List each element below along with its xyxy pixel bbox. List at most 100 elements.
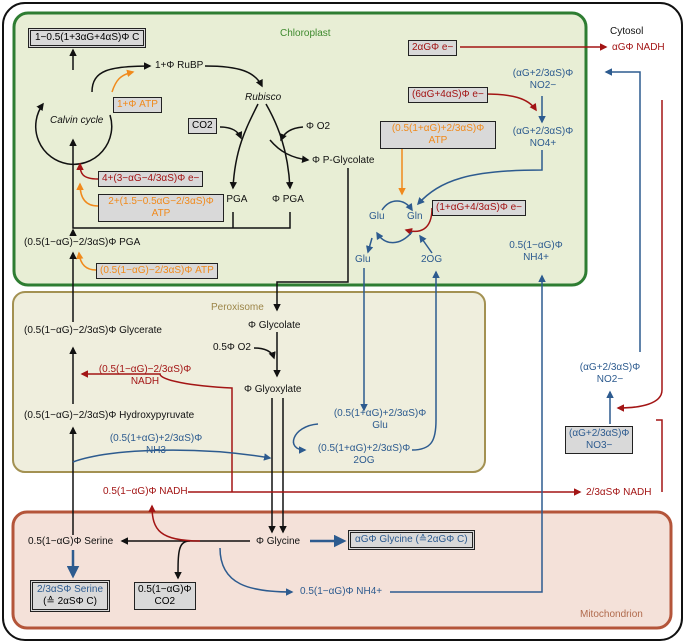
- glu-peroxisome-species: Glu: [372, 420, 388, 431]
- peroxisome-title: Peroxisome: [211, 302, 264, 313]
- arrow-o2-in: [279, 126, 304, 142]
- electrons-calvin-arrow: [76, 162, 99, 180]
- phi-pga-label: Φ PGA: [272, 194, 304, 205]
- arrow-pglycolate-out: [273, 168, 349, 312]
- nadh-g-label: αGΦ NADH: [612, 42, 665, 53]
- co2-mito-box: 0.5(1−αG)Φ CO2: [134, 582, 196, 610]
- glu-peroxisome-amount: (0.5(1+αG)+2/3αS)Φ: [333, 408, 427, 419]
- o2-peroxisome-arrow: [253, 347, 276, 360]
- og-to-chloroplast: [411, 270, 440, 451]
- ammonium-plastid-species: NO4+: [529, 138, 557, 149]
- nadh-peroxisome-label: (0.5(1−αG)−2/3αS)Φ NADH: [99, 364, 191, 388]
- atp-calvin-amount: 2+(1.5−0.5αG−2/3αS)Φ: [108, 196, 214, 207]
- og-in-arrow: [419, 234, 433, 254]
- nh3-label: (0.5(1+αG)+2/3αS)Φ NH3: [110, 433, 202, 457]
- rubisco-label: Rubisco: [245, 92, 282, 103]
- nitrite-cytosol-amount: (αG+2/3αS)Φ: [579, 362, 641, 373]
- o2-peroxisome-label: 0.5Φ O2: [213, 342, 251, 353]
- glycerate-label: (0.5(1−αG)−2/3αS)Φ Glycerate: [24, 325, 162, 336]
- gln-label: Gln: [407, 211, 423, 222]
- nadh-peroxisome-arrow: [80, 370, 233, 492]
- nitrite-cytosol-species: NO2−: [596, 374, 624, 385]
- nadh-to-nitrate-reduction: [616, 100, 663, 412]
- atp-calvin-box: 2+(1.5−0.5αG−2/3αS)Φ ATP: [98, 194, 224, 222]
- nh3-arrow: [72, 449, 272, 463]
- ammonium-plastid-amount: (αG+2/3αS)Φ: [512, 126, 574, 137]
- glu-to-gln-arc: [381, 200, 413, 212]
- nitrate-box: (αG+2/3αS)Φ NO3−: [565, 426, 634, 454]
- atp-gs-unit: ATP: [428, 135, 448, 146]
- nitrate-species: NO3−: [585, 440, 613, 451]
- electrons-calvin-box: 4+(3−αG−4/3αS)Φ e−: [98, 171, 204, 187]
- co2-box: CO2: [188, 118, 217, 134]
- nh4-plastid-species: NH4+: [523, 252, 549, 263]
- nitrite-chloroplast-label: (αG+2/3αS)Φ NO2−: [513, 68, 573, 92]
- og-in-label: 2OG: [421, 254, 443, 265]
- arrow-co2-in: [219, 126, 243, 140]
- og-peroxisome-amount: (0.5(1+αG)+2/3αS)Φ: [317, 443, 411, 454]
- chloroplast-title: Chloroplast: [280, 28, 331, 39]
- glycolate-label: Φ Glycolate: [248, 320, 301, 331]
- o2-chloroplast-label: Φ O2: [306, 121, 331, 132]
- glycine-export-box: αGΦ Glycine (≙2αGΦ C): [348, 530, 475, 550]
- serine-export-amount: 2/3αSΦ Serine: [37, 584, 104, 595]
- glu-chloroplast-label: Glu: [369, 211, 385, 222]
- carbon-output-box: 1−0.5(1+3αG+4αS)Φ C: [28, 28, 147, 48]
- serine-export-box: 2/3αSΦ Serine (≙ 2αSΦ C): [30, 580, 111, 612]
- glycine-label: Φ Glycine: [256, 536, 301, 547]
- nh4-plastid-label: 0.5(1−αG)Φ NH4+: [509, 240, 563, 264]
- nitrite-chloroplast-amount: (αG+2/3αS)Φ: [512, 68, 574, 79]
- hydroxypyruvate-label: (0.5(1−αG)−2/3αS)Φ Hydroxypyruvate: [24, 410, 195, 421]
- e-nadh-export-box: 2αGΦ e−: [408, 40, 458, 56]
- e-gogat-arrow: [404, 207, 433, 236]
- atp-gs-box: (0.5(1+αG)+2/3αS)Φ ATP: [380, 121, 496, 149]
- atp-calvin-unit: ATP: [151, 208, 171, 219]
- glycine-to-nh4: [219, 547, 294, 596]
- atp-gs-amount: (0.5(1+αG)+2/3αS)Φ: [391, 123, 485, 134]
- co2-mito-species: CO2: [154, 596, 176, 607]
- nh3-species: NH3: [145, 445, 167, 456]
- calvin-cycle-loop: [34, 102, 113, 166]
- serine-export-carbon: (≙ 2αSΦ C): [43, 596, 97, 607]
- arrow-calvin-to-rubp: [91, 62, 152, 93]
- atp-glycerate-box: (0.5(1−αG)−2/3αS)Φ ATP: [96, 263, 218, 279]
- nitrite-chloroplast-species: NO2−: [529, 80, 557, 91]
- og-peroxisome-species: 2OG: [353, 455, 375, 466]
- nh4-plastid-amount: 0.5(1−αG)Φ: [509, 240, 563, 251]
- glu-to-og-cycle: [292, 423, 319, 454]
- nitrite-to-chloroplast: [604, 68, 641, 352]
- arrow-rubp-to-rubisco: [204, 65, 263, 88]
- 2pga-label: 2 PGA: [218, 194, 248, 205]
- glycine-to-co2: [174, 540, 191, 580]
- pga-return-label: (0.5(1−αG)−2/3αS)Φ PGA: [24, 237, 141, 248]
- nadh-peroxisome-unit: NADH: [130, 376, 160, 387]
- atp-calvin-arrow: [76, 182, 99, 207]
- arrow-pga-to-calvin: [69, 138, 291, 229]
- nh3-amount: (0.5(1+αG)+2/3αS)Φ: [109, 433, 203, 444]
- nadh-s-label: 2/3αSΦ NADH: [586, 487, 652, 498]
- arrow-rubisco-to-2pga: [229, 103, 259, 190]
- nitrite-cytosol-label: (αG+2/3αS)Φ NO2−: [580, 362, 640, 386]
- ammonium-plastid-label: (αG+2/3αS)Φ NO4+: [513, 126, 573, 150]
- co2-mito-amount: 0.5(1−αG)Φ: [138, 584, 192, 595]
- glyoxylate-label: Φ Glyoxylate: [244, 384, 302, 395]
- glu-peroxisome-label: (0.5(1+αG)+2/3αS)Φ Glu: [334, 408, 426, 432]
- nadh-peroxisome-amount: (0.5(1−αG)−2/3αS)Φ: [98, 364, 192, 375]
- rubp-label: 1+Φ RuBP: [155, 60, 204, 71]
- e-nitrite-arrow: [483, 93, 537, 112]
- nadh-mito-label: 0.5(1−αG)Φ NADH: [103, 486, 188, 497]
- atp-glycerate-arrow: [75, 251, 97, 271]
- mitochondrion-region: [11, 510, 673, 630]
- arrow-to-pglycolate: [269, 139, 310, 163]
- ammonium-to-gln-arrow: [416, 150, 543, 206]
- peroxisome-region: [12, 291, 486, 473]
- glu-out-label: Glu: [355, 254, 371, 265]
- pglycolate-label: Φ P-Glycolate: [312, 155, 375, 166]
- nadh-s-to-nitrate: [656, 419, 663, 492]
- e-gogat-box: (1+αG+4/3αS)Φ e−: [432, 200, 526, 216]
- glu-out-arrow: [366, 237, 374, 254]
- nitrate-amount: (αG+2/3αS)Φ: [569, 428, 630, 439]
- atp-rubp-arrow: [111, 69, 135, 93]
- nh4-to-chloroplast: [390, 274, 546, 593]
